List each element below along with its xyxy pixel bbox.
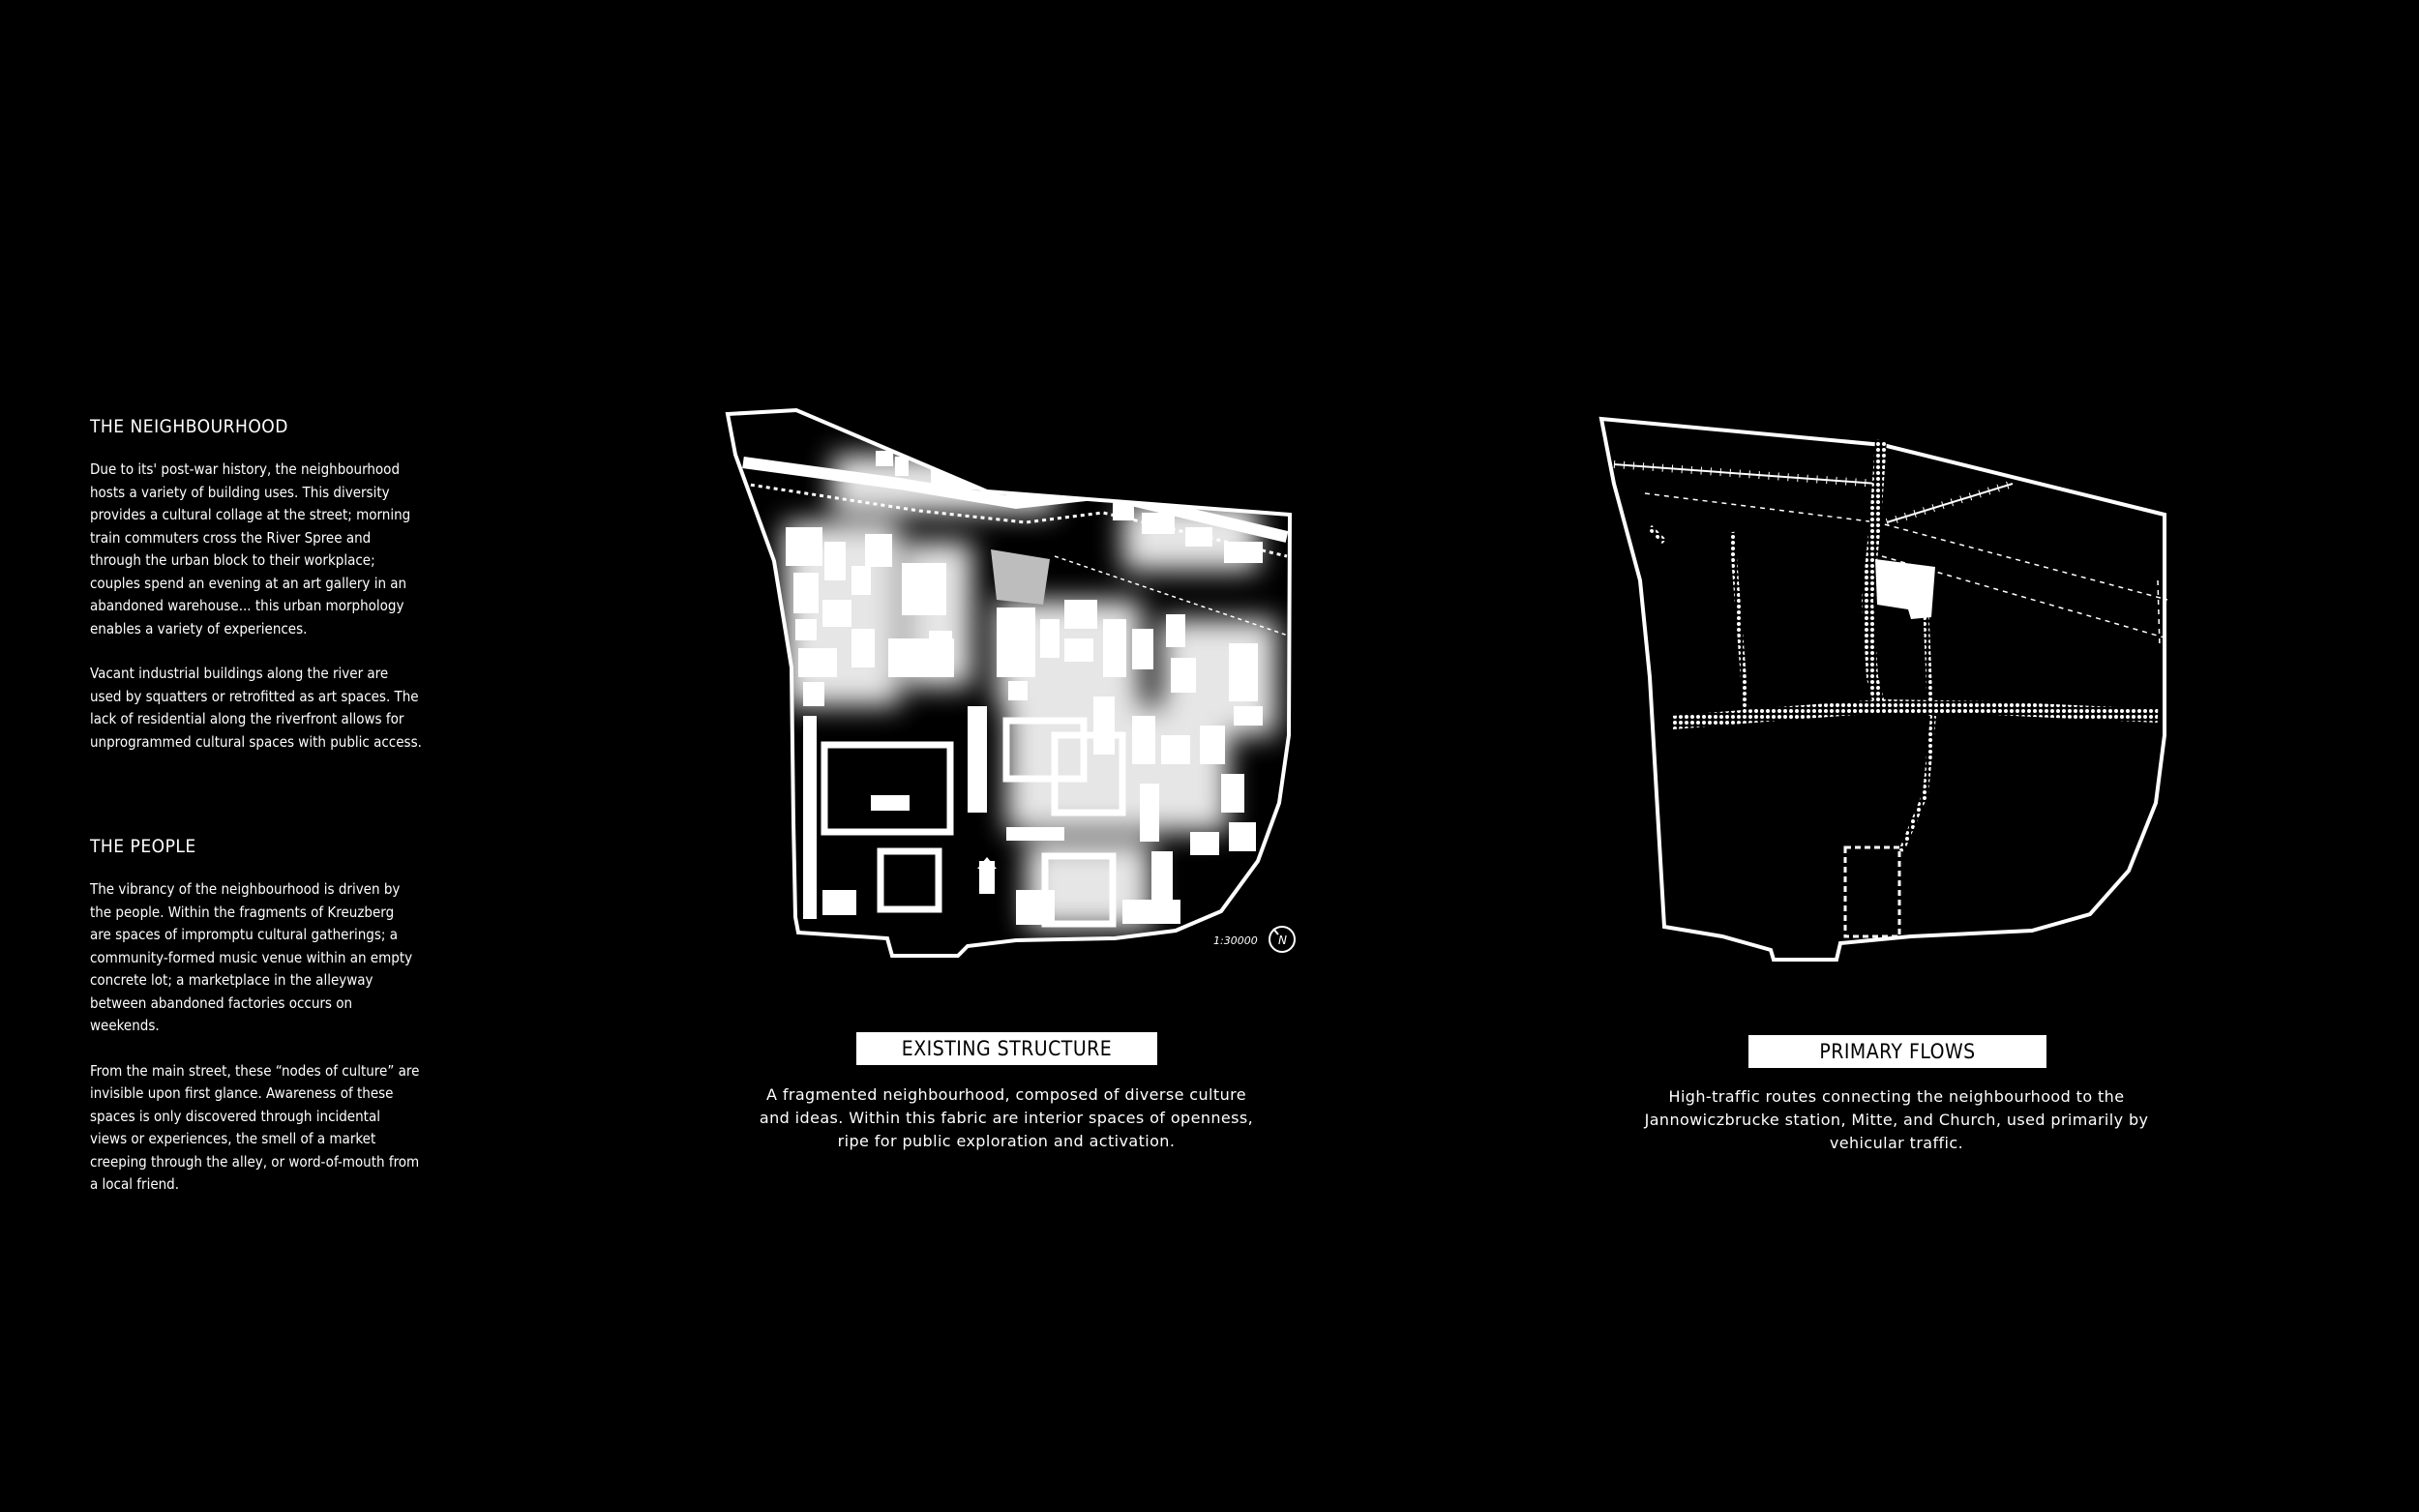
people-paragraph-2: From the main street, these “nodes of cu…: [90, 1061, 420, 1194]
people-section: THE PEOPLE The vibrancy of the neighbour…: [90, 836, 467, 1197]
south-buildings: [803, 697, 1256, 925]
people-title: THE PEOPLE: [90, 836, 196, 857]
site-boundary: [725, 407, 1293, 958]
building-fabric: [742, 451, 1290, 929]
primary-flows-caption: High-traffic routes connecting the neigh…: [1644, 1087, 2149, 1152]
west-buildings: [786, 527, 954, 706]
church-outline: [1843, 845, 1901, 938]
neighbourhood-section: THE NEIGHBOURHOOD Due to its' post-war h…: [90, 416, 467, 754]
existing-structure-caption: A fragmented neighbourhood, composed of …: [759, 1085, 1254, 1150]
existing-structure-map: 1:30000 N: [725, 407, 1296, 958]
river-edge: [1613, 460, 2015, 526]
existing-structure-label: EXISTING STRUCTURE: [856, 1032, 1157, 1065]
warehouse-node: [1875, 559, 1935, 619]
neighbourhood-paragraph-2: Vacant industrial buildings along the ri…: [90, 665, 422, 751]
building-glow: [784, 455, 1277, 929]
secondary-flows: [1647, 524, 1936, 853]
primary-flows-label: PRIMARY FLOWS: [1748, 1035, 2046, 1068]
central-buildings: [997, 600, 1263, 726]
primary-flows-map: [1598, 416, 2168, 962]
neighbourhood-title: THE NEIGHBOURHOOD: [90, 416, 288, 437]
north-label: N: [1278, 934, 1287, 947]
courtyard-blocks: [821, 717, 1126, 928]
flows-site-boundary: [1598, 416, 2166, 962]
scale-label: 1:30000: [1213, 934, 1258, 947]
neighbourhood-paragraph-1: Due to its' post-war history, the neighb…: [90, 460, 411, 637]
primary-flow-bridge: [1861, 439, 1887, 713]
highlighted-warehouse: [991, 549, 1050, 605]
people-paragraph-1: The vibrancy of the neighbourhood is dri…: [90, 880, 413, 1034]
north-arrow-icon: [1269, 926, 1296, 953]
north-arrow-tick: [1272, 928, 1279, 935]
